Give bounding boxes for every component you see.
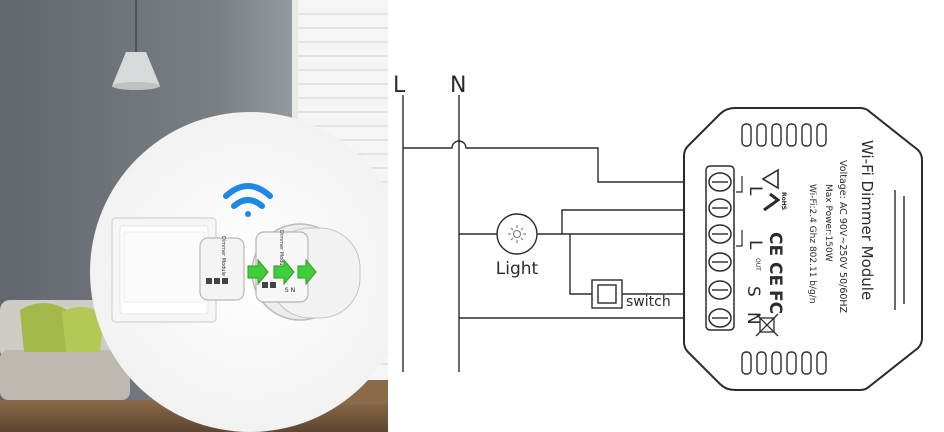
light-bulb xyxy=(496,213,538,255)
ce-mark-top: CE xyxy=(765,232,785,256)
terminal-block xyxy=(705,165,743,331)
line-to-module-wire xyxy=(403,140,706,183)
rohs-check-icon xyxy=(763,192,781,212)
module-label-right: Dimmer Module xyxy=(278,230,284,270)
terminal-text: S N xyxy=(285,287,295,294)
neutral-label: N xyxy=(450,73,466,98)
weee-bin-icon xyxy=(755,313,779,337)
ce-mark-bottom: CE xyxy=(765,262,785,286)
switch-box xyxy=(591,279,623,309)
wifi-icon xyxy=(223,183,273,217)
switch-label: switch xyxy=(626,294,671,310)
line-label: L xyxy=(393,73,406,98)
bulb-icon xyxy=(508,225,526,243)
rohs-mark: RoHS xyxy=(780,192,787,210)
wifi-spec: Wi-Fi:2.4 Ghz 802.11 b/g/n xyxy=(807,184,817,304)
terminal-label-l-bottom: L xyxy=(745,240,765,250)
product-photo: Dimmer Module Dimmer Module S N xyxy=(0,0,388,432)
module-title: Wi-Fi Dimmer Module xyxy=(858,140,876,300)
light-label: Light xyxy=(496,259,539,279)
light-to-module-wire xyxy=(537,209,706,235)
switch-wire-top xyxy=(569,234,592,295)
voltage-spec: Voltage: AC 90V~250V 50/60HZ xyxy=(837,160,848,314)
dimmer-module-left: Dimmer Module xyxy=(199,236,245,301)
wall-switch xyxy=(111,217,217,323)
arrow-icon xyxy=(247,258,317,286)
sofa xyxy=(0,300,130,400)
pendant-lamp xyxy=(112,0,160,90)
dimmer-module: L L OUT S N RoHS CE CE FC Wi-Fi Dimmer M… xyxy=(683,107,923,391)
wiring-diagram: L N Light switch xyxy=(393,73,923,391)
max-power-spec: Max Power:150W xyxy=(823,184,833,262)
module-label-left: Dimmer Module xyxy=(220,236,226,276)
fcc-mark: FC xyxy=(765,290,785,314)
terminal-label-l-top: L xyxy=(745,186,765,196)
terminal-label-s: S xyxy=(743,286,763,297)
terminal-label-out: OUT xyxy=(754,258,761,271)
warning-icon xyxy=(761,168,779,190)
